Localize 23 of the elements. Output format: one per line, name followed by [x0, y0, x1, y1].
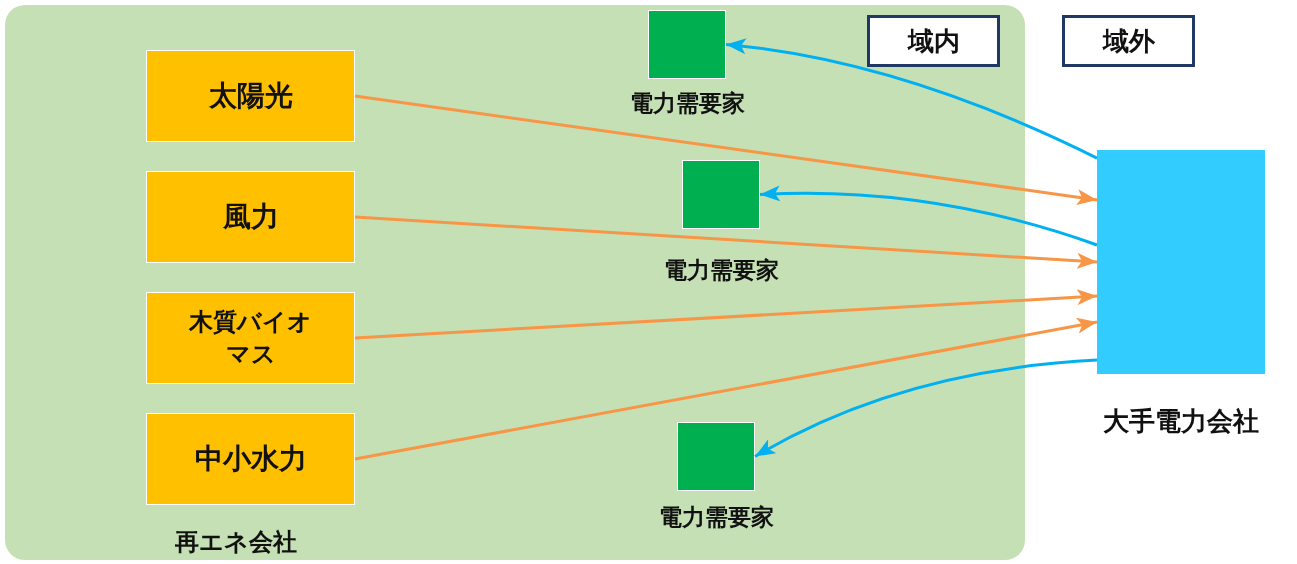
consumer-square: [648, 10, 726, 79]
consumer-square: [682, 160, 760, 229]
arrow: [354, 215, 1098, 269]
source-box: 太陽光: [146, 50, 355, 142]
region-tag: 域内: [867, 15, 1000, 67]
arrow: [725, 38, 1098, 160]
source-box: 中小水力: [146, 413, 355, 505]
consumer-square: [677, 422, 755, 491]
source-box: 木質バイオマス: [146, 292, 355, 384]
arrow: [354, 94, 1098, 206]
utility-box: [1097, 150, 1265, 374]
arrow: [354, 317, 1098, 461]
arrow: [759, 185, 1098, 247]
arrow: [754, 358, 1098, 458]
region-tag: 域外: [1062, 15, 1195, 67]
consumer-label: 電力需要家: [663, 256, 779, 285]
region-panel: [5, 5, 1025, 560]
consumer-label: 電力需要家: [629, 89, 745, 118]
arrow: [354, 289, 1098, 340]
source-box: 風力: [146, 171, 355, 263]
group-label: 再エネ会社: [175, 527, 297, 558]
consumer-label: 電力需要家: [658, 503, 774, 532]
utility-label: 大手電力会社: [1103, 405, 1259, 438]
